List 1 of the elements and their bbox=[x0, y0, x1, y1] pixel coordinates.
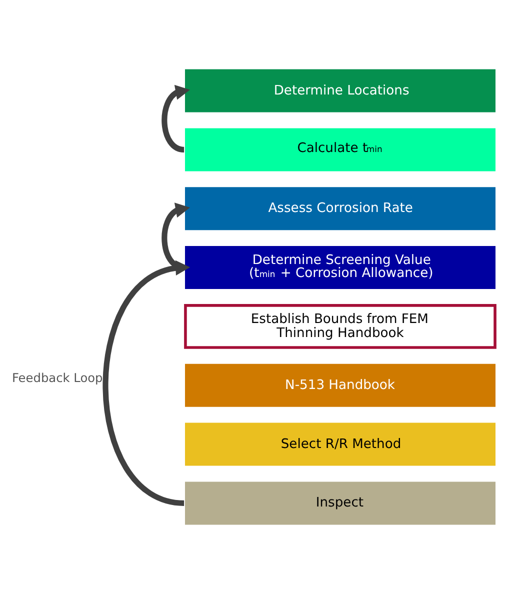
edge-label: Feedback Loop bbox=[12, 370, 103, 384]
